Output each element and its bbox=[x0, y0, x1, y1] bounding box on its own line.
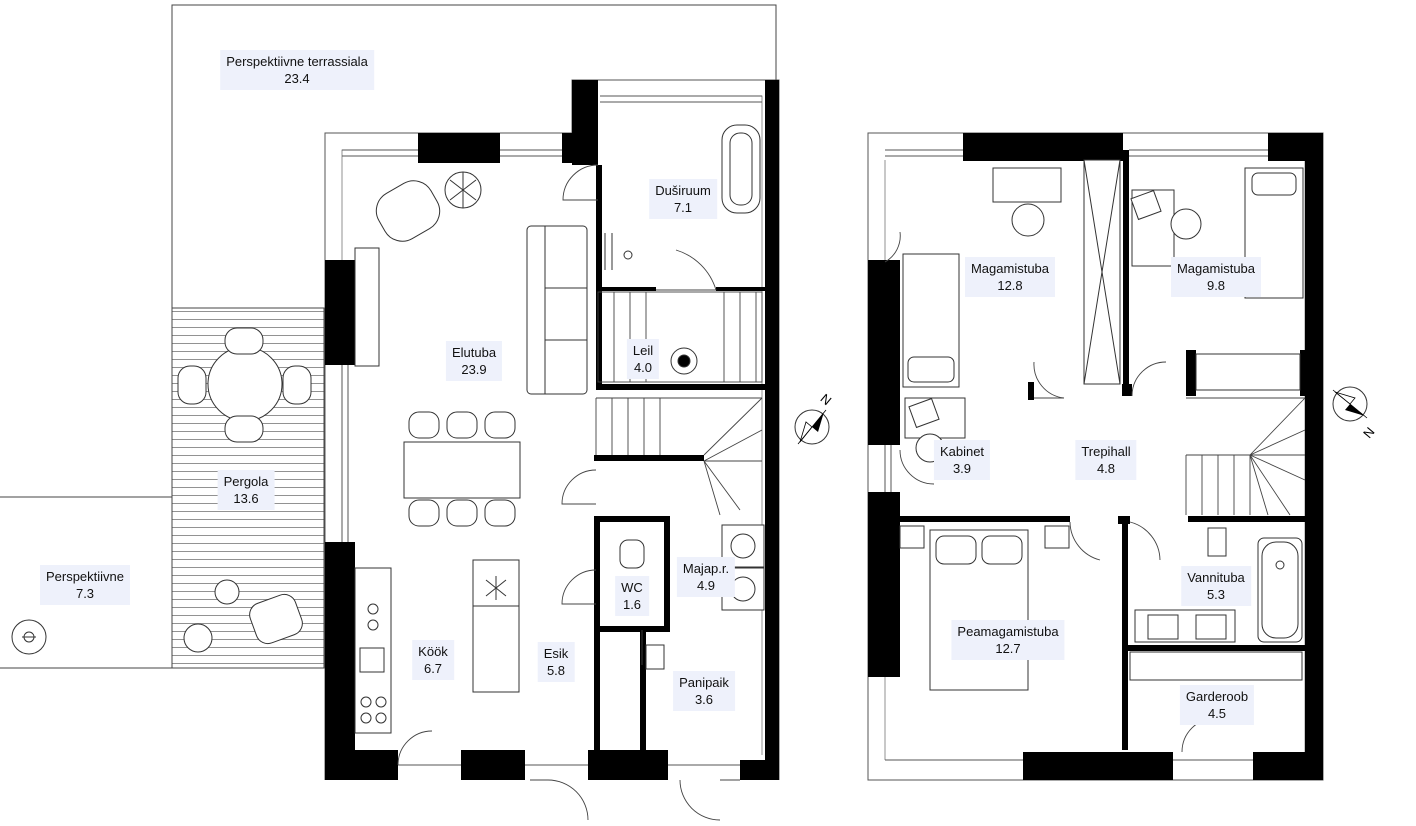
room-area: 4.5 bbox=[1207, 706, 1227, 721]
room-area: 4.0 bbox=[633, 360, 653, 375]
room-area: 12.7 bbox=[995, 641, 1021, 656]
room-area: 5.8 bbox=[546, 663, 566, 678]
room-area: 3.9 bbox=[952, 461, 972, 476]
room-label-master-bedroom: Peamagamistuba 12.7 bbox=[951, 620, 1065, 660]
room-label-hall: Esik 5.8 bbox=[537, 642, 575, 682]
toilet bbox=[619, 539, 645, 569]
floor-2-plan: N bbox=[867, 132, 1378, 781]
entrance-marker-icon bbox=[11, 619, 47, 655]
floor-1-furniture bbox=[177, 124, 765, 734]
room-label-bathroom: Vannituba 5.3 bbox=[1181, 566, 1251, 606]
terrace-outline bbox=[171, 4, 777, 308]
room-area: 12.8 bbox=[997, 278, 1023, 293]
room-name: Panipaik bbox=[679, 675, 729, 690]
perspective-area-outline bbox=[0, 496, 172, 669]
room-area: 3.6 bbox=[694, 692, 714, 707]
room-label-bedroom-2: Magamistuba 9.8 bbox=[1170, 257, 1262, 297]
room-area: 9.8 bbox=[1206, 278, 1226, 293]
floor-1-doors bbox=[397, 164, 740, 821]
room-label-office: Kabinet 3.9 bbox=[933, 440, 991, 480]
room-area: 23.4 bbox=[284, 71, 310, 86]
armchair bbox=[375, 180, 441, 242]
room-label-sauna: Leil 4.0 bbox=[626, 339, 660, 379]
room-area: 4.8 bbox=[1096, 461, 1116, 476]
north-label: N bbox=[1360, 424, 1378, 441]
floor-2-walls bbox=[868, 133, 1323, 780]
room-name: Peamagamistuba bbox=[957, 624, 1059, 639]
room-name: WC bbox=[621, 580, 643, 595]
floor-1-walls bbox=[325, 80, 779, 780]
room-label-pantry: Panipaik 3.6 bbox=[673, 671, 735, 711]
room-label-terrace: Perspektiivne terrassiala 23.4 bbox=[220, 50, 374, 90]
room-name: Elutuba bbox=[451, 345, 497, 360]
room-name: Pergola bbox=[223, 474, 269, 489]
room-name: Majap.r. bbox=[682, 561, 730, 576]
room-label-living: Elutuba 23.9 bbox=[445, 341, 503, 381]
room-area: 7.3 bbox=[75, 586, 95, 601]
kitchen-island bbox=[472, 559, 520, 693]
room-name: Duširuum bbox=[655, 183, 711, 198]
room-label-wc: WC 1.6 bbox=[615, 576, 649, 616]
north-arrow-icon bbox=[1332, 386, 1368, 422]
room-label-stairhall: Trepihall 4.8 bbox=[1075, 440, 1137, 480]
room-label-bedroom-1: Magamistuba 12.8 bbox=[964, 257, 1056, 297]
north-label: N bbox=[818, 391, 835, 409]
floor-1-plan: N bbox=[0, 4, 835, 821]
room-name: Magamistuba bbox=[1176, 261, 1256, 276]
room-area: 7.1 bbox=[673, 200, 693, 215]
dining-table bbox=[403, 441, 521, 499]
fridge bbox=[354, 247, 380, 367]
pergola-table bbox=[207, 346, 283, 422]
floor-1-stairs bbox=[595, 291, 763, 516]
room-name: Trepihall bbox=[1081, 444, 1131, 459]
north-arrow-icon bbox=[794, 409, 830, 445]
floor-2-stairs bbox=[1185, 397, 1306, 516]
room-name: Kabinet bbox=[939, 444, 985, 459]
room-label-shower: Duširuum 7.1 bbox=[649, 179, 717, 219]
sofa bbox=[526, 225, 588, 395]
room-name: Vannituba bbox=[1187, 570, 1245, 585]
room-label-utility: Majap.r. 4.9 bbox=[676, 557, 736, 597]
room-name: Köök bbox=[418, 644, 448, 659]
dining-chairs bbox=[408, 411, 516, 527]
room-name: Perspektiivne bbox=[45, 569, 125, 584]
room-name: Garderoob bbox=[1185, 689, 1249, 704]
floor-2-furniture bbox=[899, 159, 1304, 691]
room-area: 1.6 bbox=[622, 597, 642, 612]
room-area: 4.9 bbox=[696, 578, 716, 593]
room-label-perspective: Perspektiivne 7.3 bbox=[39, 565, 131, 605]
room-name: Leil bbox=[632, 343, 654, 358]
room-area: 6.7 bbox=[423, 661, 443, 676]
room-name: Esik bbox=[543, 646, 569, 661]
floor-1-windows bbox=[341, 95, 762, 766]
floor-2-windows bbox=[884, 149, 1268, 761]
room-name: Perspektiivne terrassiala bbox=[226, 54, 368, 69]
room-area: 23.9 bbox=[461, 362, 487, 377]
room-label-kitchen: Köök 6.7 bbox=[412, 640, 454, 680]
room-area: 5.3 bbox=[1206, 587, 1226, 602]
room-label-wardrobe: Garderoob 4.5 bbox=[1179, 685, 1255, 725]
room-label-pergola: Pergola 13.6 bbox=[217, 470, 275, 510]
room-name: Magamistuba bbox=[970, 261, 1050, 276]
room-area: 13.6 bbox=[233, 491, 259, 506]
